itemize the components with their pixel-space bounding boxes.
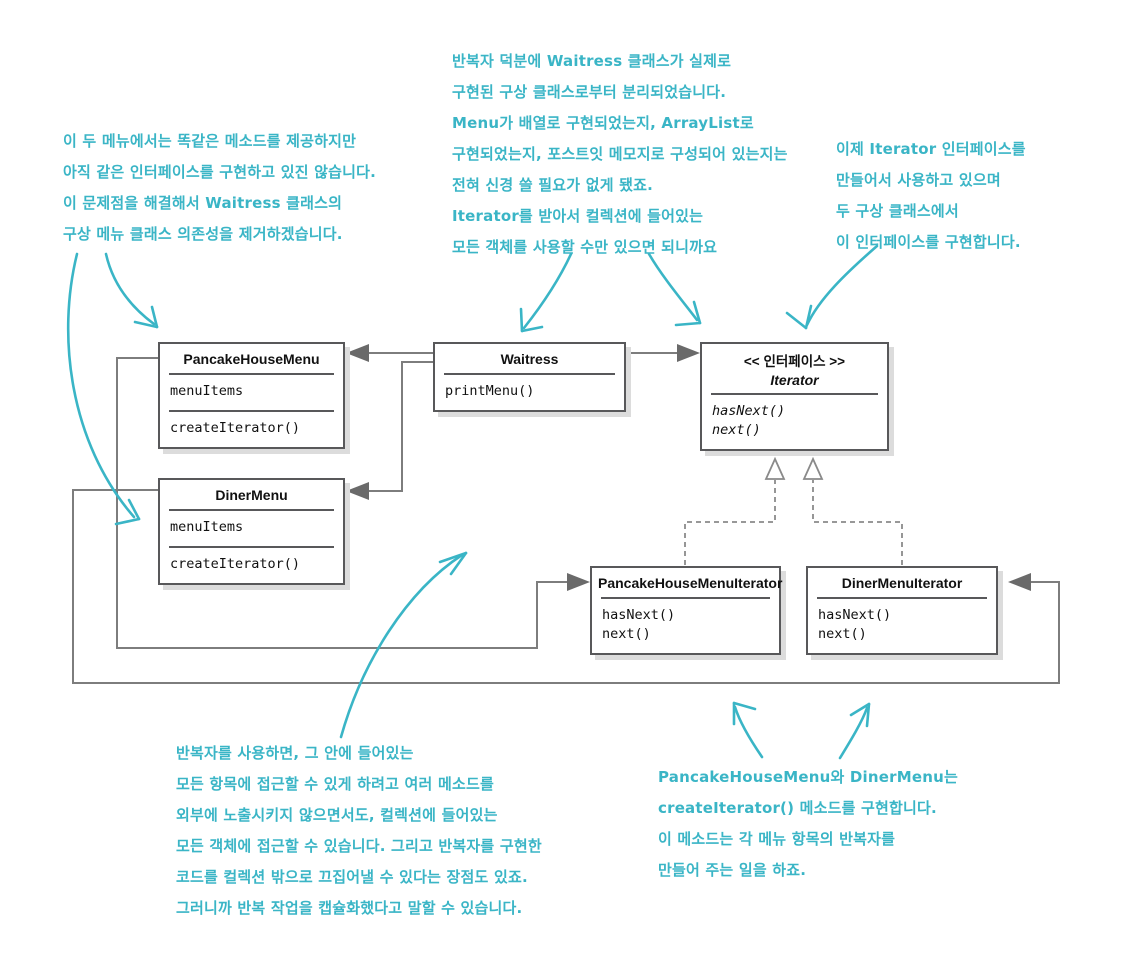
divider (601, 597, 770, 599)
divider (169, 410, 334, 412)
implements-dashed-lines (684, 480, 903, 565)
assoc-waitress-dinermenu (368, 361, 433, 492)
implements-dinermenuiterator (812, 480, 903, 565)
arrow-note-to-iterator-link (647, 252, 702, 327)
arrowhead-into-pancakehousemenu (346, 344, 369, 362)
class-method: next() (602, 626, 651, 642)
note-top-right: 이제 Iterator 인터페이스를 만들어서 사용하고 있으며 두 구상 클래… (836, 140, 1026, 251)
class-method: createIterator() (170, 556, 301, 572)
arrowhead-into-dinermenuiterator (1008, 573, 1031, 591)
arrowhead-into-iterator (677, 344, 700, 362)
class-title: Waitress (500, 351, 559, 367)
interface-stereotype: << 인터페이스 >> (743, 354, 846, 369)
class-box-iterator-interface: << 인터페이스 >> Iterator hasNext() next() (700, 342, 889, 451)
hollow-triangle-right (802, 456, 824, 480)
note-bottom-right: PancakeHouseMenu와 DinerMenu는 createItera… (658, 768, 958, 879)
class-method: next() (712, 422, 761, 438)
arrow-note-to-waitress (519, 252, 573, 333)
class-method: printMenu() (445, 383, 535, 399)
class-method: hasNext() (712, 403, 786, 419)
class-box-waitress: Waitress printMenu() (433, 342, 626, 412)
note-top-left: 이 두 메뉴에서는 똑같은 메소드를 제공하지만 아직 같은 인터페이스를 구현… (63, 132, 377, 243)
class-title: DinerMenu (215, 487, 288, 503)
divider (817, 597, 987, 599)
arrow-note-to-dinermenu (66, 252, 141, 526)
divider (169, 509, 334, 511)
implements-hollow-triangles (764, 456, 824, 480)
class-title: DinerMenuIterator (841, 575, 963, 591)
class-title: Iterator (770, 372, 819, 388)
hollow-triangle-left (764, 456, 786, 480)
class-method: createIterator() (170, 420, 301, 436)
arrowhead-into-pancakehousemenuiterator (567, 573, 590, 591)
class-attribute: menuItems (170, 383, 244, 399)
divider (169, 546, 334, 548)
divider (711, 393, 878, 395)
divider (169, 373, 334, 375)
arrow-note-to-dinermenuiterator (838, 702, 871, 760)
arrowhead-into-dinermenu (346, 482, 369, 500)
class-title: PancakeHouseMenuIterator (598, 575, 783, 591)
divider (444, 373, 615, 375)
class-title: PancakeHouseMenu (183, 351, 320, 367)
arrow-bottomnote-to-diagram (339, 551, 468, 739)
class-method: hasNext() (818, 607, 892, 623)
arrow-note-to-pancakehousemenu (104, 252, 159, 329)
class-box-dinermenuiterator: DinerMenuIterator hasNext() next() (806, 566, 998, 655)
class-attribute: menuItems (170, 519, 244, 535)
implements-pancakehousemenuiterator (684, 480, 776, 565)
class-box-dinermenu: DinerMenu menuItems createIterator() (158, 478, 345, 585)
class-method: hasNext() (602, 607, 676, 623)
note-top-center: 반복자 덕분에 Waitress 클래스가 실제로 구현된 구상 클래스로부터 … (452, 52, 788, 256)
class-box-pancakehousemenuiterator: PancakeHouseMenuIterator hasNext() next(… (590, 566, 783, 655)
class-method: next() (818, 626, 867, 642)
note-bottom-center: 반복자를 사용하면, 그 안에 들어있는 모든 항목에 접근할 수 있게 하려고… (176, 744, 542, 917)
arrow-note-to-pancakehousemenuiterator (732, 701, 764, 759)
class-box-pancakehousemenu: PancakeHouseMenu menuItems createIterato… (158, 342, 345, 449)
